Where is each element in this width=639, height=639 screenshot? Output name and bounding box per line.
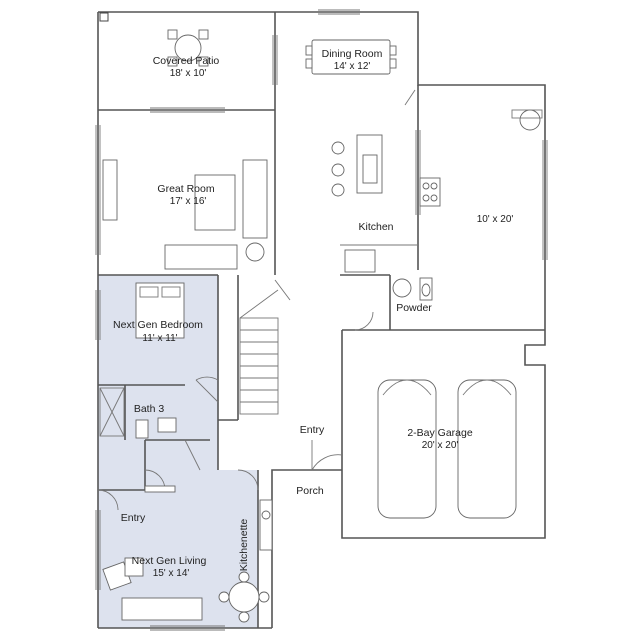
kitchen-label: Kitchen [358,221,393,233]
porch-label: Porch [296,485,324,497]
next-gen-living-furniture [102,485,273,623]
entry-main-label: Entry [300,424,325,436]
stairs [239,289,279,415]
garage-label: 2-Bay Garage [407,427,473,439]
windows [95,9,548,631]
powder-fixtures [392,277,433,301]
great-room-dims: 17' x 16' [170,196,207,207]
garage-extension-details [511,109,543,131]
next-gen-bedroom-dims: 11' x 11' [142,333,177,344]
great-room-furniture [102,159,268,270]
next-gen-living-label: Next Gen Living [132,555,207,567]
covered-patio-label: Covered Patio [153,55,220,67]
garage-cars [377,379,517,519]
great-room-label: Great Room [157,183,214,195]
patio-table-set [167,29,209,67]
doors [97,89,416,511]
next-gen-living-dims: 15' x 14' [153,568,190,579]
entry-next-gen-label: Entry [121,512,146,524]
dining-room-label: Dining Room [322,48,383,60]
interior-walls [98,12,545,628]
next-gen-bedroom-furniture [135,282,185,339]
kitchenette-label: Kitchenette [238,519,250,572]
garage-dims: 20' x 20' [422,440,459,451]
covered-patio-dims: 18' x 10' [170,68,207,79]
powder-label: Powder [396,302,432,314]
corner-marker [99,12,109,22]
room-labels: Covered Patio 18' x 10' Dining Room 14' … [113,48,513,579]
bath-3-label: Bath 3 [134,403,165,415]
garage-extension-dims: 10' x 20' [477,214,514,225]
dining-room-dims: 14' x 12' [334,61,371,72]
bath-3-fixtures [99,387,177,439]
dining-table [305,39,397,75]
kitchen-fixtures [331,134,441,273]
exterior-walls [97,11,546,629]
next-gen-bedroom-label: Next Gen Bedroom [113,319,203,331]
